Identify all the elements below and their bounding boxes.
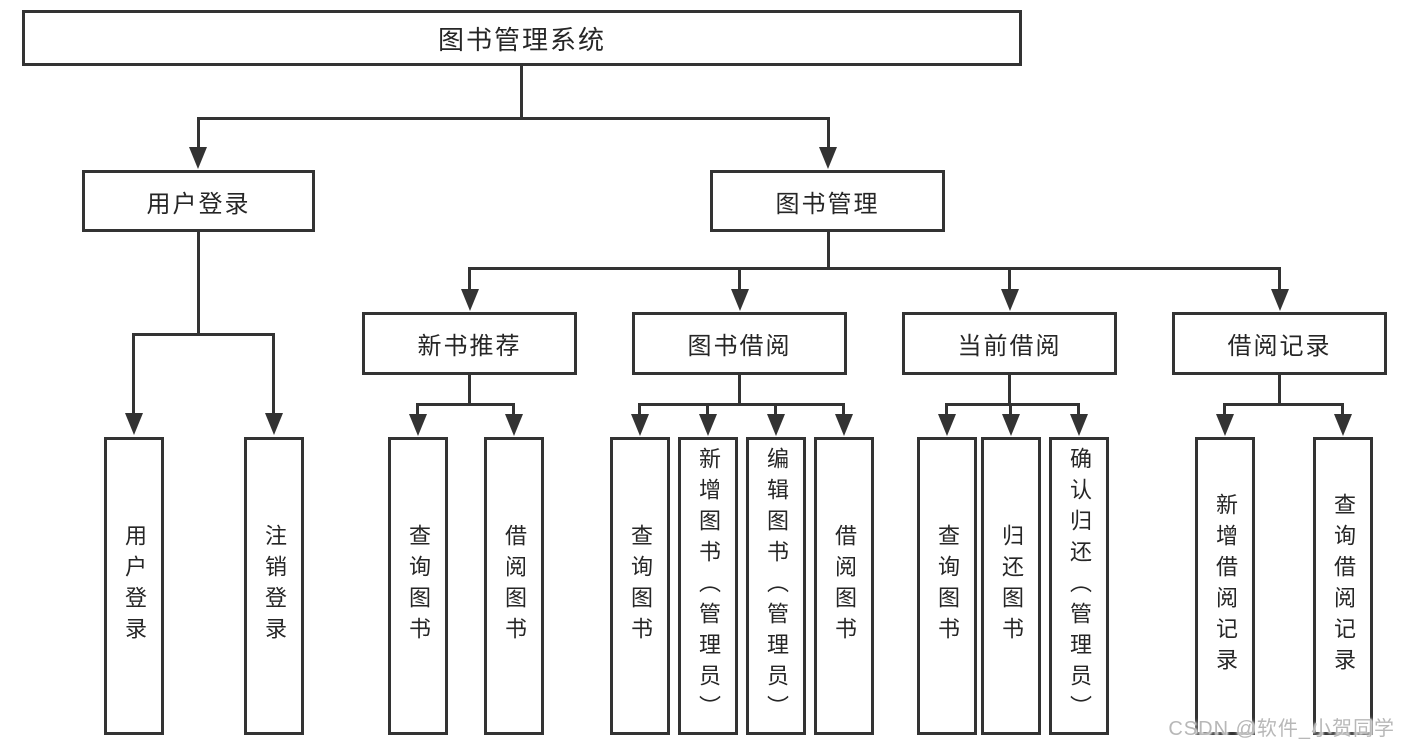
edge-line xyxy=(1077,403,1080,415)
leaf-query-books-current-label: 查询图书 xyxy=(935,524,960,648)
edge-line xyxy=(638,403,845,406)
node-new-book-recommend-label: 新书推荐 xyxy=(417,333,522,360)
arrow-head xyxy=(409,414,427,436)
edge-line xyxy=(272,333,275,415)
arrow-head xyxy=(631,414,649,436)
arrow-head xyxy=(1001,289,1019,311)
edge-line xyxy=(945,403,1080,406)
leaf-confirm-return-admin: 确认归还（管理员） xyxy=(1049,437,1109,735)
edge-line xyxy=(132,333,275,336)
leaf-query-books-current: 查询图书 xyxy=(917,437,977,735)
edge-line xyxy=(468,267,471,292)
node-borrow-records: 借阅记录 xyxy=(1172,312,1387,375)
node-book-mgmt-label: 图书管理 xyxy=(775,190,880,218)
arrow-head xyxy=(1002,414,1020,436)
edge-line xyxy=(827,232,830,269)
node-borrow-records-label: 借阅记录 xyxy=(1227,333,1332,360)
leaf-query-borrow-record-label: 查询借阅记录 xyxy=(1331,493,1356,679)
arrow-head xyxy=(699,414,717,436)
node-root-label: 图书管理系统 xyxy=(437,24,606,55)
edge-line xyxy=(827,117,830,149)
leaf-edit-book-admin: 编辑图书（管理员） xyxy=(746,437,806,735)
edge-line xyxy=(416,403,419,415)
node-user-login: 用户登录 xyxy=(82,170,315,232)
leaf-borrow-books-2: 借阅图书 xyxy=(814,437,874,735)
leaf-query-books-recommend: 查询图书 xyxy=(388,437,448,735)
edge-line xyxy=(1223,403,1344,406)
edge-line xyxy=(1008,375,1011,406)
leaf-borrow-books-recommend: 借阅图书 xyxy=(484,437,544,735)
leaf-confirm-return-admin-label: 确认归还（管理员） xyxy=(1067,446,1092,726)
node-current-borrow: 当前借阅 xyxy=(902,312,1117,375)
node-current-borrow-label: 当前借阅 xyxy=(957,333,1062,360)
node-book-mgmt: 图书管理 xyxy=(710,170,945,232)
edge-line xyxy=(738,267,741,292)
node-book-borrow: 图书借阅 xyxy=(632,312,847,375)
edge-line xyxy=(520,66,523,117)
leaf-logout-label: 注销登录 xyxy=(262,524,287,648)
edge-line xyxy=(197,232,200,335)
edge-line xyxy=(132,333,135,415)
edge-line xyxy=(1223,403,1226,415)
arrow-head xyxy=(1216,414,1234,436)
arrow-head xyxy=(835,414,853,436)
leaf-user-login-label: 用户登录 xyxy=(122,524,147,648)
arrow-head xyxy=(1070,414,1088,436)
edge-line xyxy=(1341,403,1344,415)
node-root: 图书管理系统 xyxy=(22,10,1022,66)
arrow-head xyxy=(265,413,283,435)
node-new-book-recommend: 新书推荐 xyxy=(362,312,577,375)
edge-line xyxy=(197,117,200,149)
edge-line xyxy=(1009,403,1012,415)
edge-line xyxy=(1278,267,1281,292)
edge-line xyxy=(1278,375,1281,406)
edge-line xyxy=(738,375,741,406)
edge-line xyxy=(638,403,641,415)
node-book-borrow-label: 图书借阅 xyxy=(687,333,792,360)
edge-line xyxy=(945,403,948,415)
leaf-add-borrow-record-label: 新增借阅记录 xyxy=(1213,493,1238,679)
arrow-head xyxy=(189,147,207,169)
arrow-head xyxy=(461,289,479,311)
leaf-user-login: 用户登录 xyxy=(104,437,164,735)
arrow-head xyxy=(505,414,523,436)
edge-line xyxy=(512,403,515,415)
leaf-add-book-admin-label: 新增图书（管理员） xyxy=(696,446,721,726)
leaf-logout: 注销登录 xyxy=(244,437,304,735)
leaf-return-book-label: 归还图书 xyxy=(999,524,1024,648)
edge-line xyxy=(706,403,709,415)
edge-line xyxy=(468,375,471,406)
edge-line xyxy=(416,403,515,406)
leaf-query-books-borrow: 查询图书 xyxy=(610,437,670,735)
edge-line xyxy=(197,117,830,120)
edge-line xyxy=(1008,267,1011,292)
node-user-login-label: 用户登录 xyxy=(146,190,251,218)
edge-line xyxy=(842,403,845,415)
arrow-head xyxy=(767,414,785,436)
arrow-head xyxy=(125,413,143,435)
arrow-head xyxy=(1334,414,1352,436)
arrow-head xyxy=(1271,289,1289,311)
arrow-head xyxy=(938,414,956,436)
leaf-query-books-borrow-label: 查询图书 xyxy=(628,524,653,648)
leaf-add-book-admin: 新增图书（管理员） xyxy=(678,437,738,735)
leaf-query-borrow-record: 查询借阅记录 xyxy=(1313,437,1373,735)
leaf-add-borrow-record: 新增借阅记录 xyxy=(1195,437,1255,735)
leaf-edit-book-admin-label: 编辑图书（管理员） xyxy=(764,446,789,726)
watermark: CSDN @软件_小贺同学 xyxy=(1168,718,1395,740)
leaf-borrow-books-recommend-label: 借阅图书 xyxy=(502,524,527,648)
leaf-borrow-books-2-label: 借阅图书 xyxy=(832,524,857,648)
leaf-query-books-recommend-label: 查询图书 xyxy=(406,524,431,648)
arrow-head xyxy=(731,289,749,311)
edge-line xyxy=(468,267,1281,270)
arrow-head xyxy=(819,147,837,169)
leaf-return-book: 归还图书 xyxy=(981,437,1041,735)
edge-line xyxy=(774,403,777,415)
